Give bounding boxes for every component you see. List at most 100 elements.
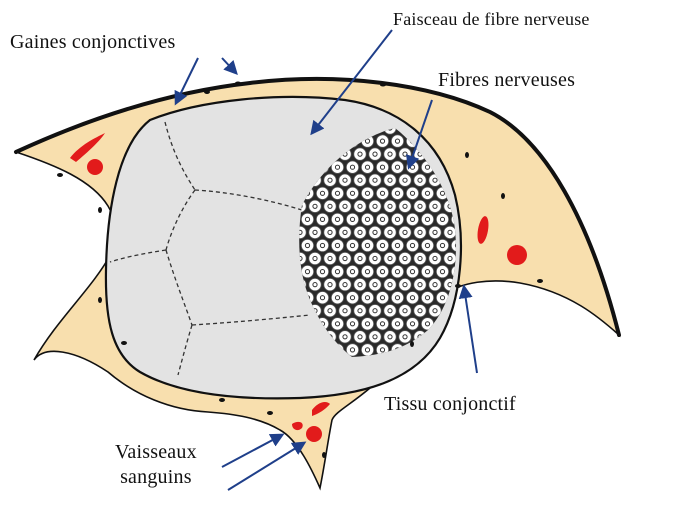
- nerve-fiber: [384, 252, 396, 264]
- nerve-fiber: [436, 213, 448, 225]
- nerve-fiber: [354, 278, 366, 290]
- nerve-fiber: [339, 252, 351, 264]
- nerve-fiber: [361, 318, 373, 330]
- nerve-fiber: [354, 305, 366, 317]
- nerve-fiber: [429, 278, 441, 290]
- nerve-fiber: [339, 305, 351, 317]
- arrow-vaisseaux-bottom: [228, 443, 304, 490]
- nerve-fiber: [324, 174, 336, 186]
- nerve-fiber: [384, 200, 396, 212]
- nerve-fiber: [399, 331, 411, 343]
- nerve-fiber: [391, 292, 403, 304]
- nerve-fiber: [414, 252, 426, 264]
- nerve-fiber: [339, 278, 351, 290]
- nerve-fiber: [324, 200, 336, 212]
- nerve-fiber: [399, 148, 411, 160]
- nerve-fiber: [399, 226, 411, 238]
- label-gaines-conjonctives: Gaines conjonctives: [10, 30, 175, 55]
- nerve-fiber: [399, 200, 411, 212]
- nerve-fiber: [354, 331, 366, 343]
- nerve-fiber: [339, 174, 351, 186]
- nerve-fiber: [376, 318, 388, 330]
- nerve-fiber: [406, 161, 418, 173]
- nerve-fiber: [414, 305, 426, 317]
- nerve-fiber: [391, 187, 403, 199]
- nerve-fiber: [406, 292, 418, 304]
- nerve-fiber: [361, 265, 373, 277]
- nerve-fiber: [376, 161, 388, 173]
- label-vaisseaux-line2: sanguins: [115, 465, 197, 490]
- nerve-fiber: [399, 305, 411, 317]
- nerve-fiber: [436, 239, 448, 251]
- nerve-fiber: [429, 252, 441, 264]
- nerve-fiber: [354, 200, 366, 212]
- nerve-fiber: [376, 213, 388, 225]
- nerve-fiber: [421, 187, 433, 199]
- nerve-fiber: [391, 135, 403, 147]
- nerve-fiber: [414, 226, 426, 238]
- nerve-fiber: [346, 239, 358, 251]
- nerve-fiber: [369, 148, 381, 160]
- nerve-fiber: [444, 226, 456, 238]
- nerve-fiber: [421, 213, 433, 225]
- nerve-fiber: [451, 318, 463, 330]
- nerve-fiber: [361, 239, 373, 251]
- nerve-fiber: [331, 318, 343, 330]
- nerve-fiber: [384, 148, 396, 160]
- nerve-fiber: [346, 187, 358, 199]
- nerve-fiber: [451, 344, 463, 356]
- nerve-fiber: [316, 292, 328, 304]
- nerve-fiber: [301, 213, 313, 225]
- nerve-fiber: [331, 292, 343, 304]
- nerve-fiber: [421, 292, 433, 304]
- nerve-fiber: [301, 265, 313, 277]
- nerve-fiber: [316, 265, 328, 277]
- nerve-fiber: [316, 213, 328, 225]
- nerve-fiber: [369, 252, 381, 264]
- nerve-fiber: [414, 174, 426, 186]
- nerve-fiber: [309, 200, 321, 212]
- nerve-fiber-axon: [448, 335, 452, 339]
- nerve-fiber: [354, 174, 366, 186]
- nerve-fiber: [339, 331, 351, 343]
- nerve-fiber: [384, 331, 396, 343]
- nerve-fiber: [429, 226, 441, 238]
- nerve-fiber: [316, 239, 328, 251]
- nerve-fiber: [384, 278, 396, 290]
- nerve-fiber: [421, 265, 433, 277]
- nerve-fiber: [354, 148, 366, 160]
- nerve-fiber: [414, 200, 426, 212]
- nerve-fiber: [406, 187, 418, 199]
- nerve-fiber: [414, 278, 426, 290]
- nerve-fiber: [436, 265, 448, 277]
- nerve-fiber: [376, 187, 388, 199]
- nerve-fiber: [346, 318, 358, 330]
- nerve-fiber-axon: [455, 322, 459, 326]
- nerve-fiber: [354, 252, 366, 264]
- label-fibres-nerveuses: Fibres nerveuses: [438, 68, 575, 93]
- vessel-round-right: [507, 245, 527, 265]
- nerve-fiber: [391, 161, 403, 173]
- nerve-fiber: [309, 226, 321, 238]
- nerve-fiber: [384, 226, 396, 238]
- nerve-fiber: [376, 135, 388, 147]
- nerve-fiber: [331, 239, 343, 251]
- nerve-fiber: [361, 213, 373, 225]
- nerve-fiber: [384, 174, 396, 186]
- nerve-fiber: [391, 213, 403, 225]
- nerve-fiber: [354, 226, 366, 238]
- label-vaisseaux-line1: Vaisseaux: [115, 440, 197, 465]
- nerve-fiber: [399, 252, 411, 264]
- nerve-fiber: [406, 239, 418, 251]
- nerve-fiber: [324, 278, 336, 290]
- vessel-round-left: [87, 159, 103, 175]
- nerve-fiber: [361, 187, 373, 199]
- nerve-fiber-axon: [455, 348, 459, 352]
- nerve-fiber: [361, 292, 373, 304]
- nerve-fiber: [346, 292, 358, 304]
- nerve-fiber: [369, 174, 381, 186]
- nerve-fiber: [331, 213, 343, 225]
- nerve-fiber: [369, 331, 381, 343]
- nerve-fiber: [406, 318, 418, 330]
